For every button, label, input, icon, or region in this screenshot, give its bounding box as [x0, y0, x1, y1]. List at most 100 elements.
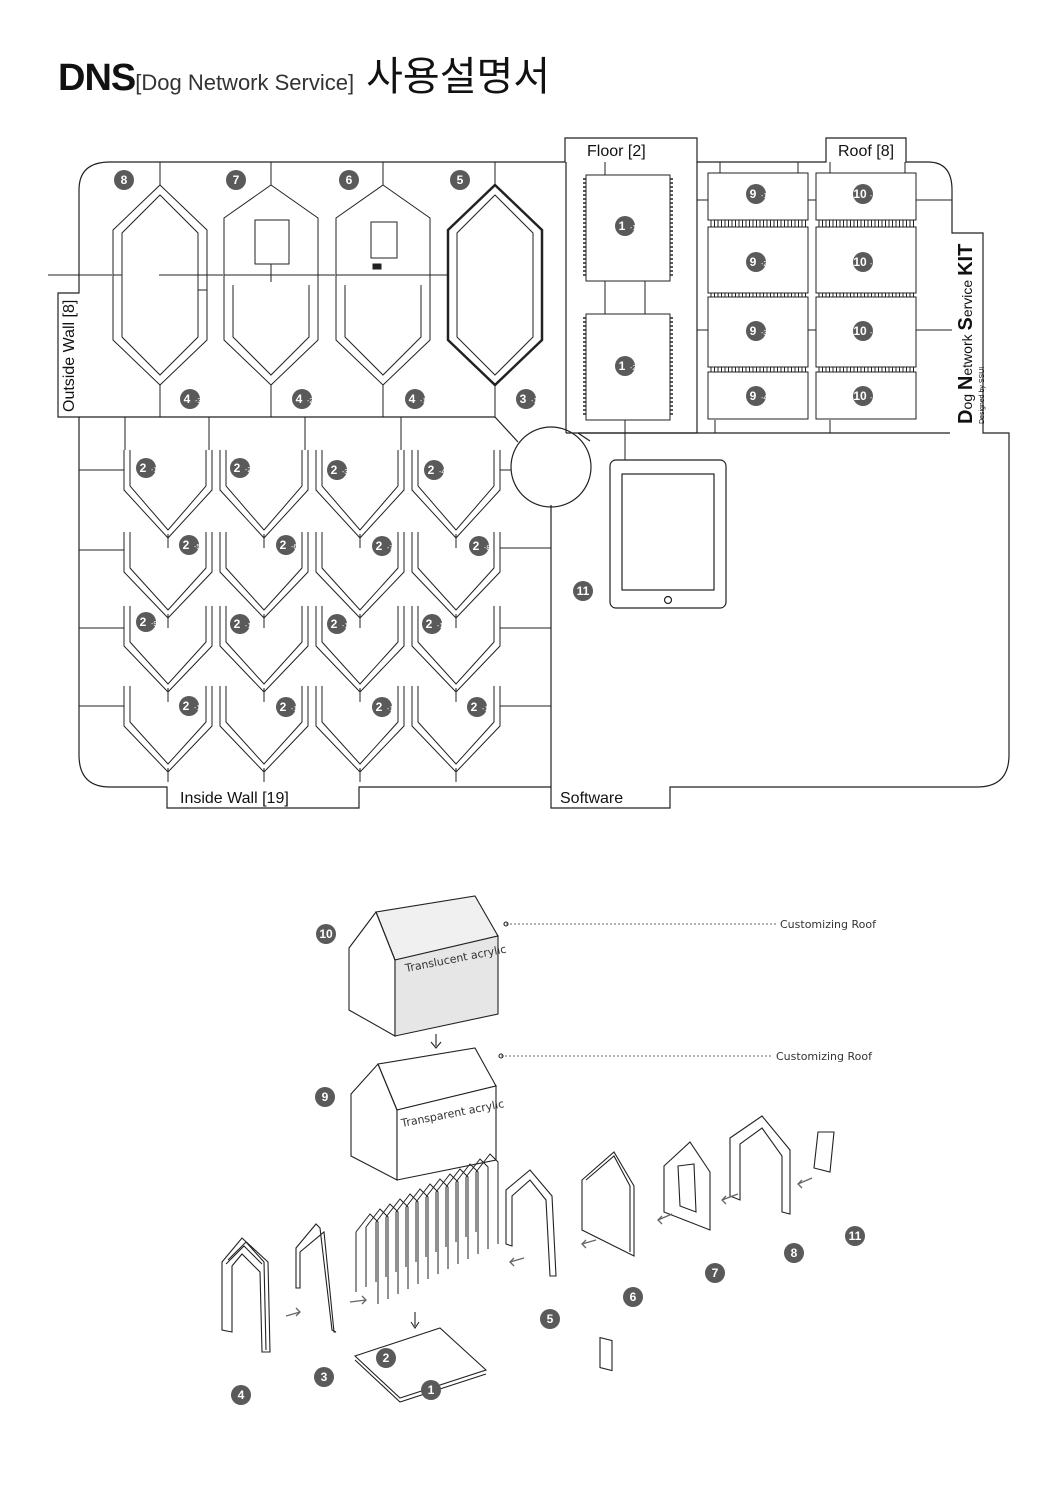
svg-text:2: 2 — [234, 617, 241, 631]
roof-label-10-1: 10-1 — [853, 184, 876, 204]
floor-part — [583, 162, 673, 460]
svg-text:-2: -2 — [761, 261, 767, 268]
inside-wall-label-2-3: 2-3 — [327, 460, 348, 480]
svg-text:7: 7 — [233, 173, 240, 187]
inside-wall-part — [315, 686, 405, 782]
label-roof: Roof [8] — [838, 143, 894, 160]
caption-customizing-roof-top: Customizing Roof — [780, 918, 877, 931]
svg-text:-13: -13 — [194, 705, 204, 712]
roof-label-9-2: 9-2 — [746, 252, 767, 272]
software-label-11: 11 — [573, 581, 593, 601]
svg-text:9: 9 — [750, 389, 757, 403]
outside-wall-label-4-1: 4-1 — [405, 389, 426, 409]
svg-text:11: 11 — [577, 584, 590, 598]
svg-text:10: 10 — [853, 324, 867, 338]
svg-text:-8: -8 — [484, 545, 490, 552]
svg-text:6: 6 — [346, 173, 353, 187]
svg-text:-12: -12 — [437, 623, 447, 630]
svg-text:2: 2 — [473, 539, 480, 553]
svg-text:-7: -7 — [387, 545, 393, 552]
svg-text:2: 2 — [183, 538, 190, 552]
label-floor: Floor [2] — [587, 143, 646, 160]
divider-circle-right — [577, 432, 591, 442]
svg-text:11: 11 — [849, 1229, 862, 1243]
assembly-label-2: 2 — [376, 1348, 396, 1368]
inside-wall-part — [411, 532, 501, 628]
svg-text:-1: -1 — [630, 225, 636, 232]
inside-wall-part — [315, 532, 405, 628]
divider-circle-left — [494, 416, 519, 443]
svg-text:-1: -1 — [531, 398, 537, 405]
assembly-label-6: 6 — [623, 1287, 643, 1307]
inside-wall-part — [123, 606, 213, 702]
svg-text:2: 2 — [426, 617, 433, 631]
label-outside-wall: Outside Wall [8] — [61, 300, 78, 412]
svg-text:-1: -1 — [870, 193, 876, 200]
inside-wall-part — [219, 450, 309, 548]
svg-text:6: 6 — [630, 1290, 637, 1304]
outside-wall-part — [271, 162, 431, 417]
label-inside-wall: Inside Wall [19] — [180, 790, 289, 807]
roof-panel — [707, 172, 809, 224]
assembly-floor — [353, 1327, 488, 1403]
inside-wall-part — [219, 532, 309, 628]
tablet-home-button — [663, 595, 673, 605]
svg-text:1: 1 — [619, 219, 626, 233]
svg-text:-11: -11 — [342, 623, 352, 630]
svg-text:-2: -2 — [630, 365, 636, 372]
svg-text:-6: -6 — [291, 544, 297, 551]
svg-text:2: 2 — [140, 615, 147, 629]
title-korean: 사용설명서 — [366, 54, 551, 100]
outside-wall-part — [159, 162, 319, 417]
kit-title: Dog Network Service KIT — [955, 244, 977, 424]
svg-text:4: 4 — [296, 392, 303, 406]
inside-wall-label-2-14: 2-14 — [276, 697, 301, 717]
svg-text:-9: -9 — [151, 621, 157, 628]
title-expansion: [Dog Network Service] — [135, 70, 355, 95]
assembly-part-3 — [295, 1223, 337, 1333]
assembly-part-5 — [505, 1169, 557, 1277]
svg-text:-4: -4 — [870, 395, 876, 402]
svg-text:-2: -2 — [307, 398, 313, 405]
svg-text:2: 2 — [331, 617, 338, 631]
svg-text:9: 9 — [750, 187, 757, 201]
svg-text:1: 1 — [428, 1383, 435, 1397]
roof-label-9-3: 9-3 — [746, 321, 767, 341]
floor-label-1-1: 1 -1 — [615, 216, 636, 236]
svg-text:-3: -3 — [195, 398, 201, 405]
inside-wall-part — [123, 532, 213, 628]
svg-text:-1: -1 — [420, 398, 426, 405]
svg-text:9: 9 — [750, 324, 757, 338]
assembly-label-3: 3 — [314, 1367, 334, 1387]
svg-text:2: 2 — [376, 539, 383, 553]
outside-wall-label-4-3: 4-3 — [180, 389, 201, 409]
kit-designer: Designed by SSU! — [979, 367, 986, 424]
svg-text:2: 2 — [428, 463, 435, 477]
svg-text:5: 5 — [457, 173, 464, 187]
outside-wall-label-5: 5 — [450, 170, 470, 190]
svg-text:-5: -5 — [194, 544, 200, 551]
outside-wall-label-7: 7 — [226, 170, 246, 190]
svg-text:2: 2 — [383, 1351, 390, 1365]
page-title: DNS[Dog Network Service]사용설명서 — [58, 44, 550, 102]
roof-label-9-4: 9 -4 — [746, 386, 767, 406]
sheet-outline — [57, 137, 1010, 809]
assembly-label-9: 9 — [315, 1087, 335, 1107]
inside-wall-label-2-2: 2-2 — [230, 458, 251, 478]
svg-text:-4: -4 — [761, 395, 767, 402]
outside-wall-label-3-1: 3-1 — [516, 389, 537, 409]
roof-transparent — [350, 1047, 497, 1181]
svg-text:10: 10 — [853, 187, 867, 201]
svg-text:-16: -16 — [482, 706, 492, 713]
svg-text:-10: -10 — [245, 623, 255, 630]
roof-panel — [815, 172, 917, 224]
svg-text:-15: -15 — [387, 706, 397, 713]
svg-text:2: 2 — [280, 538, 287, 552]
inside-wall-label-2-9: 2 -9 — [136, 612, 157, 632]
svg-text:-14: -14 — [291, 706, 301, 713]
svg-text:2: 2 — [140, 461, 147, 475]
assembly-label-10: 10 — [316, 924, 336, 944]
inside-wall-part — [315, 606, 405, 702]
svg-text:5: 5 — [547, 1312, 554, 1326]
